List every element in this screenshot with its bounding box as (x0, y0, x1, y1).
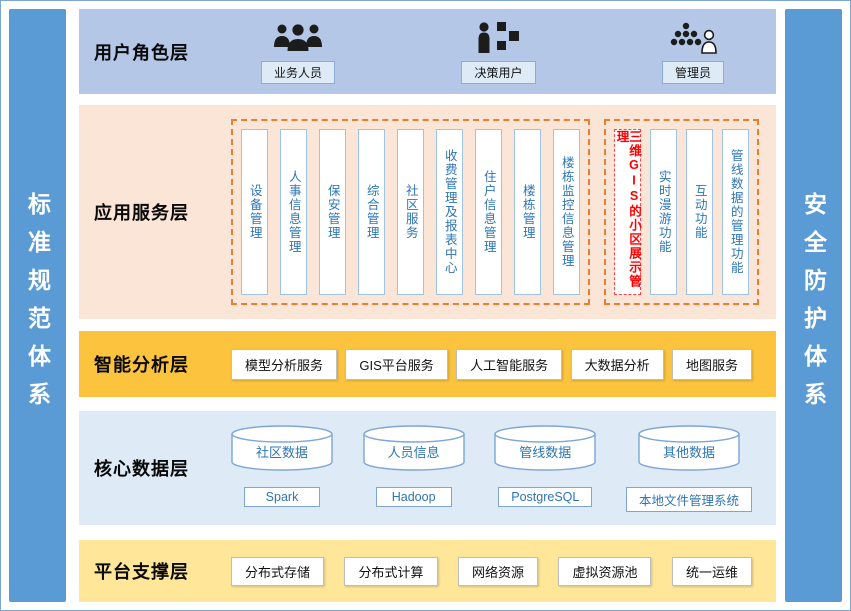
app-box-realtime-roaming: 实时漫游功能 (650, 129, 677, 295)
service-box-model-analysis: 模型分析服务 (231, 348, 338, 380)
storage-box-hadoop: Hadoop (375, 486, 452, 507)
app-box-building-monitoring: 楼栋监控信息管理 (553, 129, 580, 295)
layer-core-data: 核心数据层 社区数据 Spark 人员信息 (79, 411, 776, 525)
role-label-admin: 管理员 (661, 60, 724, 84)
platform-box-distributed-storage: 分布式存储 (231, 556, 325, 586)
analysis-services: 模型分析服务 GIS平台服务 人工智能服务 大数据分析 地图服务 (231, 348, 776, 380)
storage-box-local-file-system: 本地文件管理系统 (625, 486, 752, 512)
database-cylinder-personnel: 人员信息 (362, 424, 465, 472)
role-label-decision: 决策用户 (461, 60, 536, 84)
roles-container: 业务人员 决策用户 (231, 20, 776, 84)
storage-box-postgresql: PostgreSQL (498, 486, 593, 507)
app-box-interaction: 互动功能 (686, 129, 713, 295)
role-business-users: 业务人员 (261, 20, 336, 84)
app-box-hr-info-mgmt: 人事信息管理 (280, 129, 307, 295)
data-col-pipeline: 管线数据 PostgreSQL (494, 424, 597, 512)
cylinder-shape-icon (362, 424, 465, 471)
layer-user-role: 用户角色层 业务人员 (79, 9, 776, 94)
service-box-gis-platform: GIS平台服务 (345, 348, 448, 380)
admin-icon (668, 20, 718, 56)
app-group-3d-gis: 三维GIS的小区展示管理 实时漫游功能 互动功能 管线数据的管理功能 (604, 119, 759, 305)
layer-platform: 平台支撑层 分布式存储 分布式计算 网络资源 虚拟资源池 统一运维 (79, 540, 776, 602)
data-col-other: 其他数据 本地文件管理系统 (625, 424, 752, 512)
right-pillar: 安全防护体系 (785, 9, 842, 602)
service-box-bigdata: 大数据分析 (570, 348, 664, 380)
layer-label-core-data: 核心数据层 (94, 459, 189, 479)
app-box-community-service: 社区服务 (397, 129, 424, 295)
decision-user-icon (474, 20, 522, 56)
app-box-device-mgmt: 设备管理 (241, 129, 268, 295)
layer-label-analysis: 智能分析层 (94, 355, 189, 375)
layer-label-user-role: 用户角色层 (94, 42, 189, 63)
left-pillar: 标准规范体系 (9, 9, 66, 602)
app-box-pipeline-data-mgmt: 管线数据的管理功能 (722, 129, 749, 295)
app-groups: 设备管理 人事信息管理 保安管理 综合管理 社区服务 收费管理及报表中心 住户信… (231, 119, 783, 305)
storage-box-spark: Spark (244, 486, 320, 507)
app-box-building-mgmt: 楼栋管理 (514, 129, 541, 295)
right-pillar-label: 安全防护体系 (800, 191, 827, 420)
layer-app-service: 应用服务层 设备管理 人事信息管理 保安管理 综合管理 社区服务 收费管理及报表… (79, 105, 776, 319)
layer-label-app-service: 应用服务层 (94, 203, 189, 223)
platform-box-network-resources: 网络资源 (457, 556, 538, 586)
left-pillar-label: 标准规范体系 (24, 191, 51, 420)
layer-analysis: 智能分析层 模型分析服务 GIS平台服务 人工智能服务 大数据分析 地图服务 (79, 331, 776, 397)
cylinder-shape-icon (494, 424, 597, 471)
app-box-billing-report: 收费管理及报表中心 (436, 129, 463, 295)
app-group-property-management: 设备管理 人事信息管理 保安管理 综合管理 社区服务 收费管理及报表中心 住户信… (231, 119, 590, 305)
database-cylinder-pipeline: 管线数据 (494, 424, 597, 472)
platform-box-distributed-computing: 分布式计算 (344, 556, 438, 586)
service-box-ai: 人工智能服务 (456, 348, 563, 380)
app-box-resident-info: 住户信息管理 (475, 129, 502, 295)
role-admin: 管理员 (661, 20, 724, 84)
platform-services: 分布式存储 分布式计算 网络资源 虚拟资源池 统一运维 (231, 556, 776, 586)
business-users-icon (272, 20, 324, 56)
cylinder-shape-icon (231, 424, 333, 471)
database-cylinder-community: 社区数据 (231, 424, 333, 472)
service-box-map: 地图服务 (671, 348, 752, 380)
platform-box-virtual-resource-pool: 虚拟资源池 (558, 556, 652, 586)
app-box-security-mgmt: 保安管理 (319, 129, 346, 295)
app-box-general-mgmt: 综合管理 (358, 129, 385, 295)
role-decision-users: 决策用户 (461, 20, 536, 84)
data-col-community: 社区数据 Spark (231, 424, 333, 512)
layer-label-platform: 平台支撑层 (94, 562, 189, 582)
data-col-personnel: 人员信息 Hadoop (362, 424, 465, 512)
app-box-3d-gis-display: 三维GIS的小区展示管理 (614, 129, 641, 295)
data-columns: 社区数据 Spark 人员信息 Hadoop (231, 424, 776, 512)
role-label-business: 业务人员 (261, 60, 336, 84)
platform-box-unified-ops: 统一运维 (671, 556, 752, 586)
database-cylinder-other: 其他数据 (638, 424, 740, 472)
cylinder-shape-icon (638, 424, 740, 471)
